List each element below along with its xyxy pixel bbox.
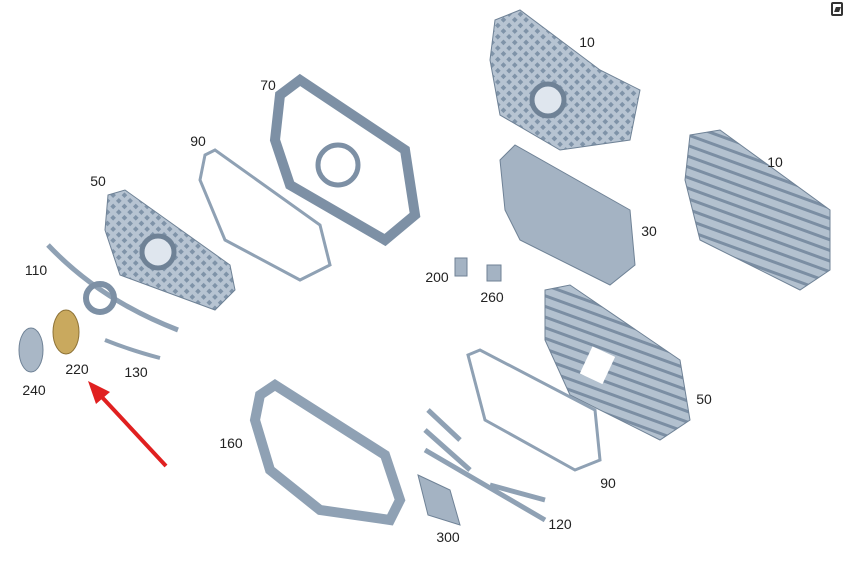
callout-label: 200: [425, 269, 449, 285]
callout-label: 240: [22, 382, 46, 398]
grille-top-part[interactable]: [489, 9, 641, 151]
callout-label: 50: [696, 391, 712, 407]
emblem-220-part[interactable]: [52, 309, 80, 355]
trim-90-lower-part[interactable]: [466, 348, 602, 472]
grille-50-lower-part[interactable]: [544, 284, 691, 441]
callout-label: 10: [767, 154, 783, 170]
grille-frame-70-part[interactable]: [269, 73, 421, 247]
callout-label: 110: [24, 262, 48, 278]
callout-label: 90: [190, 133, 206, 149]
cover-240-part[interactable]: [18, 327, 44, 373]
trim-90-upper-part[interactable]: [198, 148, 332, 282]
bracket-30-part[interactable]: [499, 144, 636, 286]
plate-300-part[interactable]: [417, 474, 461, 526]
edit-icon[interactable]: [831, 2, 843, 16]
callout-label: 90: [600, 475, 616, 491]
pointer-arrow: [88, 381, 168, 468]
callout-label: 10: [579, 34, 595, 50]
callout-label: 30: [641, 223, 657, 239]
trim-110-part[interactable]: [46, 243, 179, 333]
grille-right-part[interactable]: [684, 129, 831, 291]
clip-260-part[interactable]: [486, 264, 502, 282]
callout-label: 120: [548, 516, 572, 532]
trim-130-part[interactable]: [104, 338, 161, 360]
callout-label: 220: [65, 361, 89, 377]
callout-label: 160: [219, 435, 243, 451]
callout-label: 70: [260, 77, 276, 93]
frame-160-part[interactable]: [249, 379, 406, 526]
clip-200-part[interactable]: [454, 257, 468, 277]
callout-label: 300: [436, 529, 460, 545]
callout-label: 260: [480, 289, 504, 305]
callout-label: 130: [124, 364, 148, 380]
callout-label: 50: [90, 173, 106, 189]
strips-120-part[interactable]: [423, 408, 547, 523]
